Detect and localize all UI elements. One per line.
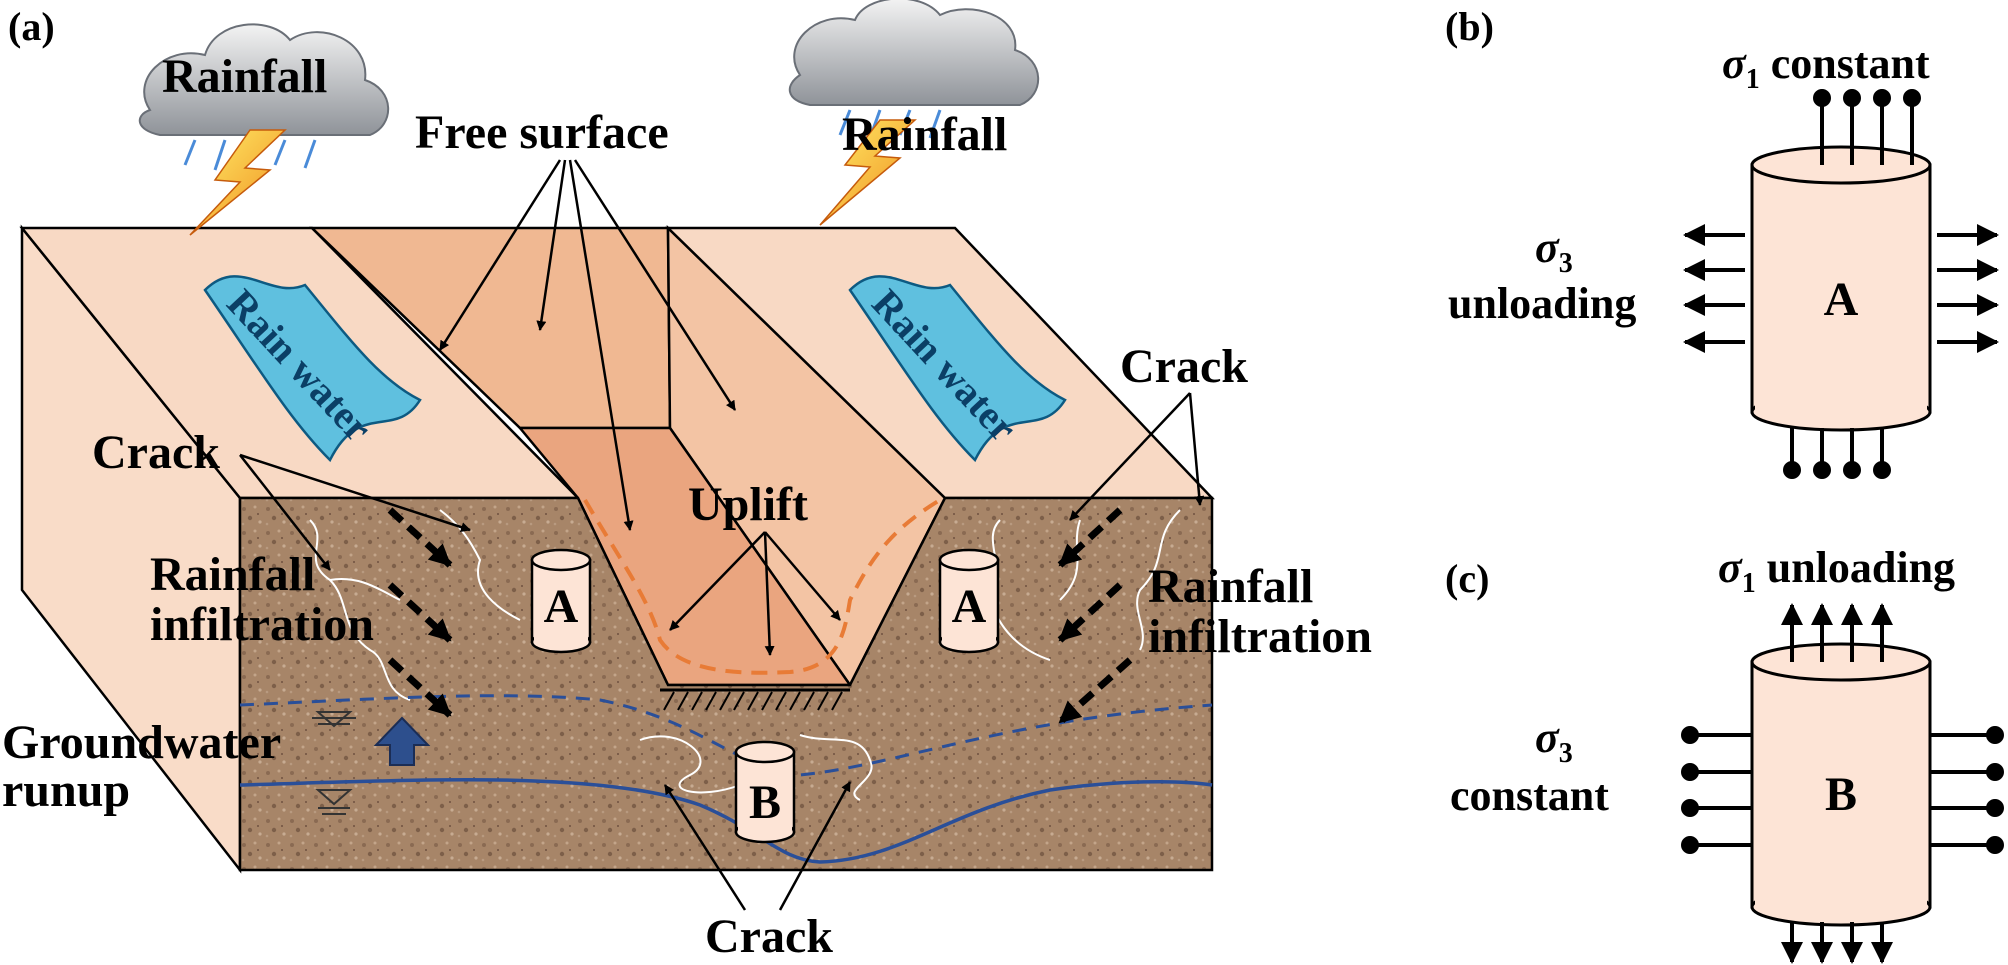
groundwater-up-arrow <box>373 716 431 766</box>
sigma1-subscript: 1 <box>1742 568 1756 599</box>
panel-b-sigma3-text: unloading <box>1448 279 1636 328</box>
free-surface-arrows <box>438 159 737 531</box>
sample-a-right-label: A <box>952 580 987 633</box>
uplift-label: Uplift <box>688 478 808 531</box>
panel-b-sigma3-symbol-label: σ3 <box>1535 223 1573 279</box>
groundwater-label-line1: Groundwater <box>2 716 281 769</box>
sample-cylinder-b: B <box>734 740 796 844</box>
panel-b-top-rods-front <box>1820 140 1914 165</box>
sigma1-text: unloading <box>1756 543 1955 592</box>
panel-a-label: (a) <box>8 4 55 49</box>
rainfall-left-label: Rainfall <box>162 50 327 103</box>
rainfall-infiltration-left-line1: Rainfall <box>150 548 315 601</box>
panel-b-left-arrows <box>1683 224 1745 353</box>
panel-c-sample-label: B <box>1825 768 1857 821</box>
uplift-dashed-curve <box>583 498 942 675</box>
crack-right-label: Crack <box>1120 340 1248 393</box>
lightning-bolt-right <box>819 119 917 226</box>
panel-c-left-rods <box>1681 726 1752 854</box>
free-surface-label: Free surface <box>415 106 669 159</box>
rainfall-infiltration-left-line2: infiltration <box>150 598 374 651</box>
infiltration-arrows-left <box>387 507 453 718</box>
crack-bottom-label: Crack <box>705 910 833 963</box>
sigma3-symbol: σ <box>1535 223 1560 272</box>
panel-b-cylinder: A <box>1750 145 1932 432</box>
sigma1-text: constant <box>1760 39 1930 88</box>
crack-right-arrows <box>1069 392 1205 521</box>
sigma1-symbol: σ <box>1718 543 1743 592</box>
crack-left-label: Crack <box>92 426 220 479</box>
panel-c-right-rods <box>1930 726 2004 854</box>
panel-c-sigma1-label: σ1 unloading <box>1718 543 1955 599</box>
water-table-symbol-lower <box>315 789 353 815</box>
water-table-symbol-upper <box>312 711 356 728</box>
sigma3-symbol: σ <box>1535 713 1560 762</box>
sample-b-label: B <box>749 776 781 829</box>
panel-b-label: (b) <box>1445 4 1494 49</box>
panel-b-right-arrows <box>1937 224 1999 353</box>
uplift-arrows <box>669 531 841 656</box>
sigma1-subscript: 1 <box>1746 64 1760 95</box>
panel-b-sample-label: A <box>1824 273 1859 326</box>
crack-bottom-arrows <box>663 781 852 911</box>
rain-cloud-left: Rainfall <box>138 23 390 236</box>
sigma1-symbol: σ <box>1722 39 1747 88</box>
panel-b-bottom-rods <box>1783 428 1891 479</box>
panel-b-sigma1-label: σ1 constant <box>1722 39 1930 95</box>
panel-c-cylinder: B <box>1750 642 1932 927</box>
lightning-bolt-left <box>189 129 287 236</box>
rainfall-infiltration-right-line2: infiltration <box>1148 610 1372 663</box>
rainfall-right-label: Rainfall <box>842 108 1007 161</box>
sample-cylinder-a-left: A <box>530 548 592 654</box>
panel-c-bottom-arrows <box>1781 922 1893 964</box>
groundwater-solid-line <box>239 778 1213 864</box>
rainfall-infiltration-right-line1: Rainfall <box>1148 560 1313 613</box>
infiltration-arrows-right <box>1057 507 1133 725</box>
crack-left-arrows <box>239 453 471 571</box>
panel-c-sigma3-text: constant <box>1450 771 1609 820</box>
panel-c-label: (c) <box>1445 556 1489 601</box>
groundwater-label-line2: runup <box>2 764 130 817</box>
sample-cylinder-a-right: A <box>938 548 1000 654</box>
rain-cloud-right: Rainfall <box>788 0 1040 226</box>
sigma3-subscript: 3 <box>1559 738 1573 769</box>
sigma3-subscript: 3 <box>1559 248 1573 279</box>
panel-c-top-arrow-stems <box>1790 640 1884 662</box>
panel-c-sigma3-symbol-label: σ3 <box>1535 713 1573 769</box>
sample-a-left-label: A <box>544 580 579 633</box>
trench-floor-hatch <box>660 688 850 711</box>
